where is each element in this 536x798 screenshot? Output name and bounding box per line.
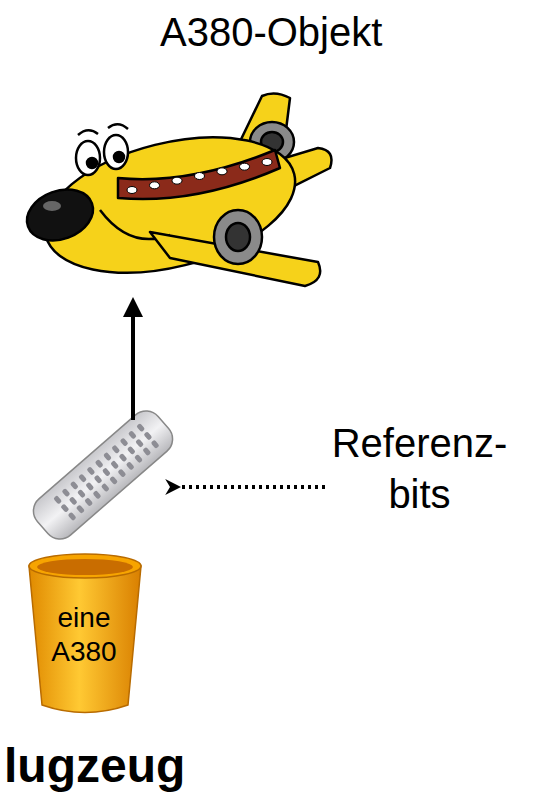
plane-illustration bbox=[20, 93, 332, 296]
variable-name: lugzeug bbox=[4, 737, 185, 795]
reference-arrow bbox=[131, 301, 135, 420]
pointer-arrow bbox=[178, 485, 325, 489]
reference-label: Referenz- bits bbox=[312, 418, 527, 520]
object-title: A380-Objekt bbox=[160, 8, 382, 56]
remote-control bbox=[27, 404, 179, 545]
object-node: A380-Objekt bbox=[20, 0, 350, 295]
cup-illustration bbox=[29, 554, 141, 713]
value-text: eine A380 bbox=[29, 601, 139, 668]
variable-node: eine A380lugzeug bbox=[25, 415, 175, 715]
plane-windows bbox=[127, 159, 272, 194]
